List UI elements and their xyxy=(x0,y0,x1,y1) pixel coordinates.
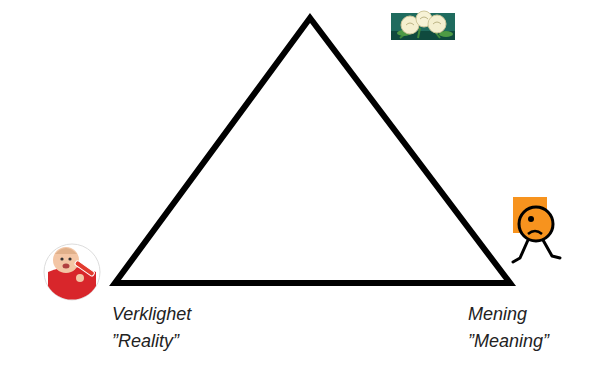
corner-label: ”Reality” xyxy=(112,330,179,352)
figure-eye xyxy=(528,216,534,222)
corner-label: ”Meaning” xyxy=(468,330,549,352)
baby-mouth xyxy=(63,264,70,269)
baby-toy xyxy=(74,260,95,277)
baby-face xyxy=(53,247,79,273)
baby-icon xyxy=(44,244,100,300)
baby-hair xyxy=(55,248,77,254)
baby-hand xyxy=(76,274,84,282)
figure-face xyxy=(519,207,553,241)
figure-frown xyxy=(528,231,542,234)
corner-label: Verklighet xyxy=(112,303,191,325)
rose-petals xyxy=(406,17,441,25)
roses-icon xyxy=(391,11,455,40)
baby-eye xyxy=(68,257,71,260)
triangle-outline xyxy=(115,18,510,283)
figure-legs xyxy=(513,240,560,262)
rose-bloom xyxy=(428,15,446,33)
sad-figure-icon xyxy=(513,197,560,262)
baby-frame xyxy=(44,244,100,300)
baby-eye xyxy=(60,257,63,260)
corner-label: Mening xyxy=(468,303,527,325)
